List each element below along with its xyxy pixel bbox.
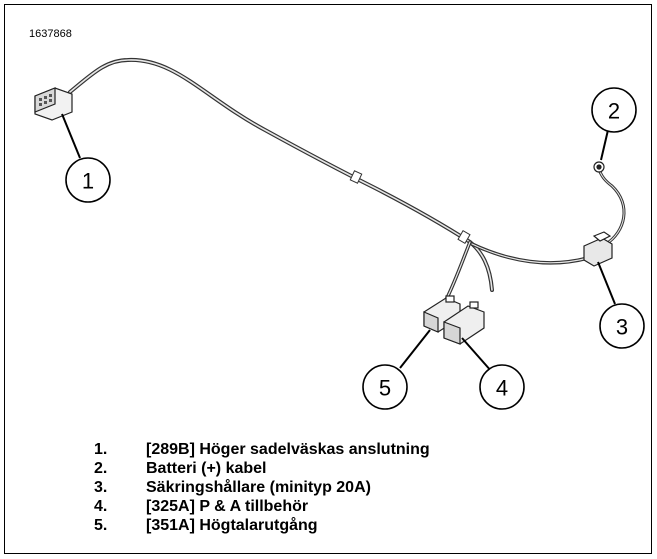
harness-clip (349, 170, 471, 245)
legend-item: 5. [351A] Högtalarutgång (94, 516, 430, 535)
legend-number: 3. (94, 479, 108, 496)
callout-5 (362, 364, 408, 410)
legend-text: [289B] Höger sadelväskas anslutning (146, 441, 430, 458)
callout-label-2: 2 (608, 99, 620, 124)
legend-item: 2. Batteri (+) kabel (94, 459, 430, 478)
callout-circles (65, 87, 645, 410)
wiring-harness-illustration: 1 2 3 4 5 (34, 57, 645, 410)
legend-text: [351A] Högtalarutgång (146, 517, 318, 534)
callout-label-3: 3 (616, 315, 628, 340)
callout-1 (65, 157, 111, 203)
connector-325a (443, 301, 485, 345)
callout-label-1: 1 (82, 169, 94, 194)
callout-3 (599, 303, 645, 349)
legend-text: Batteri (+) kabel (146, 460, 267, 477)
legend-item: 4. [325A] P & A tillbehör (94, 497, 430, 516)
legend-number: 4. (94, 498, 108, 515)
legend-number: 5. (94, 517, 108, 534)
legend-number: 2. (94, 460, 108, 477)
legend-text: Säkringshållare (minityp 20A) (146, 479, 371, 496)
legend: 1. [289B] Höger sadelväskas anslutning 2… (94, 440, 430, 535)
figure-frame (4, 4, 652, 554)
callout-label-5: 5 (379, 376, 391, 401)
connector-289b (34, 87, 73, 121)
figure-id: 1637868 (29, 28, 72, 40)
legend-number: 1. (94, 441, 108, 458)
ring-terminal (593, 161, 605, 173)
fuse-holder (583, 231, 613, 267)
callout-label-4: 4 (496, 376, 508, 401)
legend-item: 1. [289B] Höger sadelväskas anslutning (94, 440, 430, 459)
legend-text: [325A] P & A tillbehör (146, 498, 309, 515)
legend-item: 3. Säkringshållare (minityp 20A) (94, 478, 430, 497)
callout-2 (591, 87, 637, 133)
leader-lines (61, 113, 616, 373)
callout-4 (479, 364, 525, 410)
harness-cable (68, 57, 626, 302)
